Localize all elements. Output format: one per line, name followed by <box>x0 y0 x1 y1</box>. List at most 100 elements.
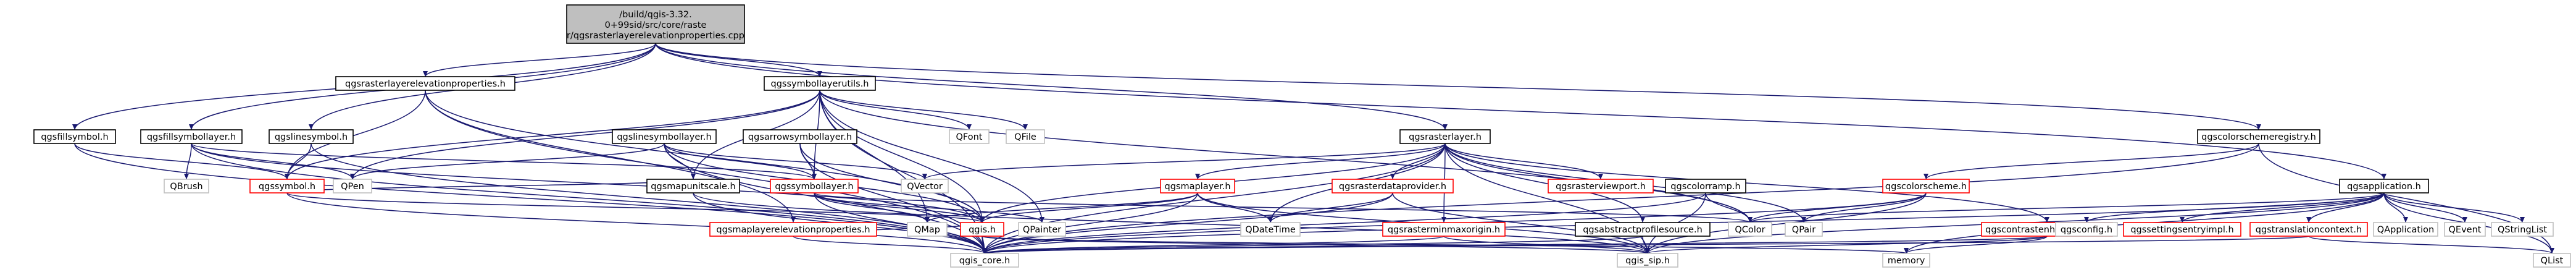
node-label: QColor <box>1735 225 1765 235</box>
edge-qgslinesymbol_h-to-qgis_core_h <box>311 143 987 254</box>
edge-qgsrasterdataprovider_h-to-qgis_core_h <box>982 192 1393 254</box>
node-QPen: QPen <box>333 179 372 193</box>
node-qgsrasterlayer-h[interactable]: qgsrasterlayer.h <box>1399 129 1491 144</box>
node-label: QPainter <box>1023 225 1061 235</box>
node-qgssettingsentryimpl-h[interactable]: qgssettingsentryimpl.h <box>2123 222 2241 237</box>
edge-qgsapplication_h-to-QStringList <box>2383 192 2525 223</box>
node-label: qgis_core.h <box>959 256 1010 266</box>
node-qgsmaplayer-h[interactable]: qgsmaplayer.h <box>1160 179 1235 193</box>
node-box <box>33 129 116 144</box>
node-qgsfillsymbol-h[interactable]: qgsfillsymbol.h <box>33 129 116 144</box>
edge-qgslinesymbollayer_h-to-QPen <box>350 143 665 180</box>
node-QMap: QMap <box>907 222 948 237</box>
edge-qgscolorschemeregistry_h-to-qgscolorscheme_h <box>1924 143 2259 180</box>
node-qgis-core-h: qgis_core.h <box>950 253 1019 268</box>
edge-qgscontrastenhancement_h-to-qgis_core_h <box>983 236 2048 254</box>
edge-qgsmaplayerelevationproperties_h-to-qgis_core_h <box>793 236 987 254</box>
node-qgsarrowsymbollayer-h[interactable]: qgsarrowsymbollayer.h <box>743 129 857 144</box>
node-qgslinesymbol-h[interactable]: qgslinesymbol.h <box>269 129 354 144</box>
node-box <box>1240 222 1301 237</box>
node-qgsmaplayerelevationproperties-h[interactable]: qgsmaplayerelevationproperties.h <box>709 222 877 237</box>
node-label: qgssymbol.h <box>259 182 315 192</box>
node-label: qgscolorschemeregistry.h <box>2201 132 2316 142</box>
edge-qgsmaplayer_h-to-qgis_core_h <box>982 192 1198 254</box>
node-box <box>249 179 325 193</box>
edge-qgsarrowsymbollayer_h-to-qgis_h <box>799 143 985 223</box>
edge-qgsrasterdataprovider_h-to-qgis_sip_h <box>1392 192 1650 254</box>
edge-root-to-qgsrasterlayerelevationproperties_h <box>423 43 656 77</box>
node-qgsrasterdataprovider-h[interactable]: qgsrasterdataprovider.h <box>1332 179 1454 193</box>
node-qgssymbol-h[interactable]: qgssymbol.h <box>249 179 325 193</box>
node-label: qgsfillsymbollayer.h <box>147 132 236 142</box>
node-QApplication: QApplication <box>2373 222 2438 237</box>
node-box <box>2123 222 2241 237</box>
node-box <box>949 129 990 144</box>
node-box <box>333 179 372 193</box>
node-box <box>1548 179 1654 193</box>
node-qgssymbollayerutils-h[interactable]: qgssymbollayerutils.h <box>764 76 876 91</box>
node-qgssymbollayer-h[interactable]: qgssymbollayer.h <box>770 179 859 193</box>
edge-qgsrasterlayer_h-to-qgsmaplayer_h <box>1195 143 1446 180</box>
edge-root-to-qgscolorschemeregistry_h <box>655 43 2261 130</box>
node-box <box>901 179 949 193</box>
node-box <box>950 253 1019 268</box>
node-box <box>140 129 243 144</box>
node-qgscolorschemeregistry-h[interactable]: qgscolorschemeregistry.h <box>2197 129 2320 144</box>
edge-qgsrasterlayer_h-to-qgsrasterdataprovider_h <box>1390 143 1446 180</box>
edge-qgsmaplayer_h-to-qgis_h <box>980 192 1198 223</box>
node-label: QStringList <box>2498 225 2547 235</box>
node-label: QPen <box>341 182 364 192</box>
node-qgscolorramp-h[interactable]: qgscolorramp.h <box>1665 179 1746 193</box>
node-box <box>2339 179 2429 193</box>
node-qgsrasterlayerelevationproperties-h[interactable]: qgsrasterlayerelevationproperties.h <box>335 76 515 91</box>
node-qgsapplication-h[interactable]: qgsapplication.h <box>2339 179 2429 193</box>
node-qgslinesymbollayer-h[interactable]: qgslinesymbollayer.h <box>612 129 717 144</box>
node-box <box>2197 129 2320 144</box>
node-QColor: QColor <box>1728 222 1772 237</box>
edge-qgscolorramp_h-to-qgis_core_h <box>982 192 1706 254</box>
edge-qgstranslationcontext_h-to-qgis_core_h <box>983 236 2309 254</box>
node-qgsfillsymbollayer-h[interactable]: qgsfillsymbollayer.h <box>140 129 243 144</box>
edge-qgssymbollayer_h-to-QColor <box>814 192 1753 223</box>
edge-qgsrasterlayer_h-to-QVector <box>922 143 1446 180</box>
node-qgis-sip-h: qgis_sip.h <box>1617 253 1678 268</box>
node-qgis-h[interactable]: qgis.h <box>960 222 1004 237</box>
edge-qgsrasterlayer_h-to-qgsrasterviewport_h <box>1444 143 1603 180</box>
node-label: qgsfillsymbol.h <box>41 132 108 142</box>
node-qgscolorscheme-h[interactable]: qgscolorscheme.h <box>1882 179 1970 193</box>
node-box <box>1382 222 1506 237</box>
node-box <box>1617 253 1678 268</box>
node-label: qgstranslationcontext.h <box>2256 225 2362 235</box>
edge-qgssymbollayer_h-to-qgis_core_h <box>814 192 987 254</box>
node-box <box>1882 179 1970 193</box>
node-label: QFont <box>956 132 983 142</box>
edge-qgsfillsymbol_h-to-qgssymbol_h <box>74 143 290 180</box>
node-qgsmapunitscale-h[interactable]: qgsmapunitscale.h <box>646 179 740 193</box>
edge-qgscontrastenhancement_h-to-memory <box>1904 236 2048 254</box>
edge-qgsmapunitscale_h-to-qgis_sip_h <box>693 192 1650 254</box>
edge-qgssymbollayerutils_h-to-QPainter <box>819 90 1044 223</box>
node-box <box>2249 222 2368 237</box>
edge-qgsapplication_h-to-QEvent <box>2383 192 2467 223</box>
node-box <box>1332 179 1454 193</box>
node-QEvent: QEvent <box>2444 222 2486 237</box>
node-box <box>1160 179 1235 193</box>
node-box <box>1575 222 1711 237</box>
node-label: qgscolorramp.h <box>1670 182 1740 192</box>
node-label: qgssymbollayerutils.h <box>771 79 869 89</box>
node-box <box>743 129 857 144</box>
node-label: qgssettingsentryimpl.h <box>2130 225 2233 235</box>
node-qgsrasterviewport-h[interactable]: qgsrasterviewport.h <box>1548 179 1654 193</box>
node-box <box>646 179 740 193</box>
node-QStringList: QStringList <box>2491 222 2554 237</box>
node-box <box>770 179 859 193</box>
node-label: qgsapplication.h <box>2347 182 2421 192</box>
edge-qgsrasterlayer_h-to-qgis_core_h <box>982 143 1446 254</box>
node-label: qgsmaplayerelevationproperties.h <box>716 225 870 235</box>
edge-qgsrasterlayerelevationproperties_h-to-qgsmaplayerelevationproperties_h <box>425 90 796 223</box>
node-qgsabstractprofilesource-h[interactable]: qgsabstractprofilesource.h <box>1575 222 1711 237</box>
node-qgstranslationcontext-h[interactable]: qgstranslationcontext.h <box>2249 222 2368 237</box>
node-qgsconfig-h: qgsconfig.h <box>2055 222 2118 237</box>
node-qgsrasterminmaxorigin-h[interactable]: qgsrasterminmaxorigin.h <box>1382 222 1506 237</box>
